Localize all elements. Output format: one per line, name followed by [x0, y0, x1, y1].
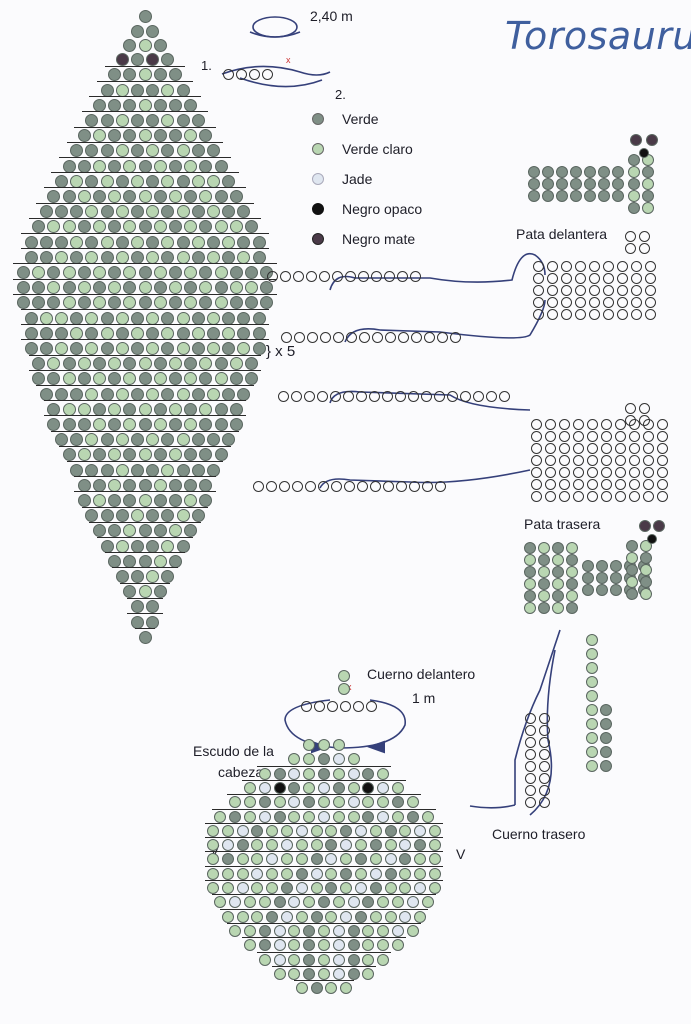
front-horn-length-label: 1 m [412, 690, 436, 706]
bead-jade-icon [312, 173, 324, 185]
legend-item-verde: Verde [312, 108, 379, 130]
diagram-title: Torosaurus [505, 14, 691, 58]
legend-item-verde-claro: Verde claro [312, 138, 413, 160]
hind-leg-wire-1 [329, 390, 531, 411]
front-horn-thread [284, 699, 406, 749]
legend-item-negro-opaco: Negro opaco [312, 198, 422, 220]
front-leg-wire-2 [344, 299, 546, 343]
arrow-right-icon [367, 740, 385, 754]
legend-label: Verde claro [342, 141, 413, 157]
front-leg-label: Pata delantera [516, 226, 608, 242]
hind-leg-label: Pata trasera [524, 516, 601, 532]
front-leg-wire-1 [329, 253, 546, 291]
thread-length-label: 2,40 m [310, 8, 353, 24]
legend-label: Negro opaco [342, 201, 423, 217]
hind-horn-base-wire [469, 804, 516, 809]
legend-item-negro-mate: Negro mate [312, 228, 415, 250]
legend-label: Jade [342, 171, 373, 187]
thread-loop-top [252, 16, 298, 38]
step-2-label: 2. [335, 87, 346, 102]
hind-horn-label: Cuerno trasero [492, 826, 586, 842]
cross-mark-icon: x [286, 55, 291, 65]
step-1-label: 1. [201, 58, 212, 73]
thread-return-wire [239, 77, 323, 88]
legend-item-jade: Jade [312, 168, 372, 190]
cross-mark-icon: x [347, 682, 352, 692]
bead-dark-green-icon [312, 113, 324, 125]
bead-black-opaque-icon [312, 203, 324, 215]
repeat-bracket-label: } x 5 [266, 343, 296, 360]
hind-horn-thread-a [514, 629, 561, 805]
head-shield-label-line2: cabeza [218, 764, 264, 780]
hind-leg-wire-2 [319, 469, 531, 489]
bead-black-matte-icon [312, 233, 324, 245]
head-shield-label-line1: Escudo de la [193, 743, 274, 759]
arrow-left-icon [311, 740, 329, 754]
front-horn-label: Cuerno delantero [367, 666, 476, 682]
v-mark-right: V [456, 846, 466, 862]
thread-curve-top [249, 31, 301, 38]
legend-label: Negro mate [342, 231, 416, 247]
legend-label: Verde [342, 111, 379, 127]
bead-light-green-icon [312, 143, 324, 155]
thread-start-wire [221, 65, 331, 76]
hind-horn-thread-b [529, 649, 556, 816]
